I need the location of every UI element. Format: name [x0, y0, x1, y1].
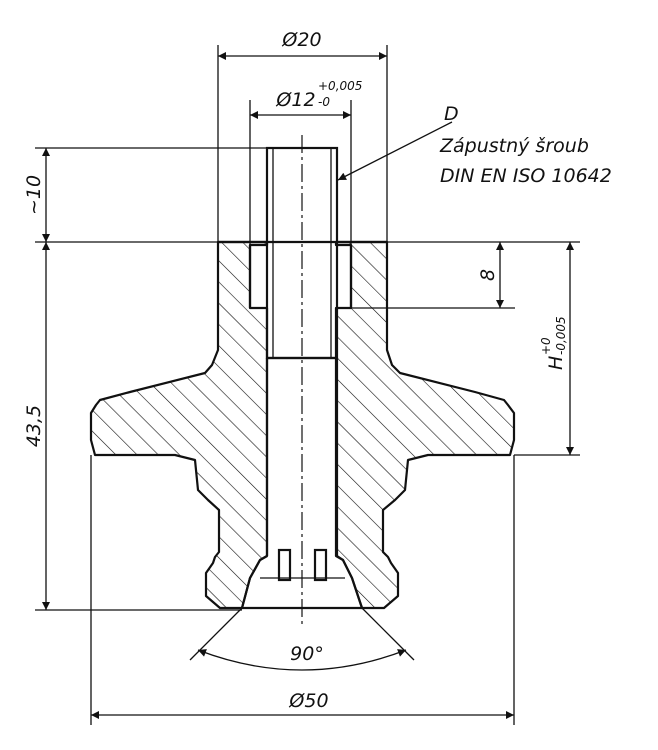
callout-letter: D [444, 103, 459, 125]
callout-line1: Zápustný šroub [439, 135, 589, 157]
dim-bore-tol-upper: +0,005 [318, 79, 362, 93]
dim-outer-top: Ø20 [281, 29, 321, 51]
dim-angle: 90° [290, 643, 324, 665]
dimension-lines [42, 52, 574, 719]
callout-line2: DIN EN ISO 10642 [440, 165, 612, 187]
svg-text:+0: +0 [539, 337, 553, 355]
section-left-half [89, 240, 269, 610]
dim-bore: Ø12 [275, 89, 315, 111]
svg-text:H: H [545, 356, 567, 370]
dim-base-diameter: Ø50 [288, 690, 328, 712]
dim-counterbore-depth: 8 [477, 269, 499, 281]
dim-top-height: ~10 [23, 175, 45, 215]
dim-total-height: 43,5 [23, 405, 45, 447]
dim-h: H +0 -0,005 [539, 316, 568, 370]
svg-text:-0,005: -0,005 [554, 316, 568, 355]
dim-bore-tol-lower: -0 [318, 95, 330, 109]
section-right-half [334, 240, 516, 610]
